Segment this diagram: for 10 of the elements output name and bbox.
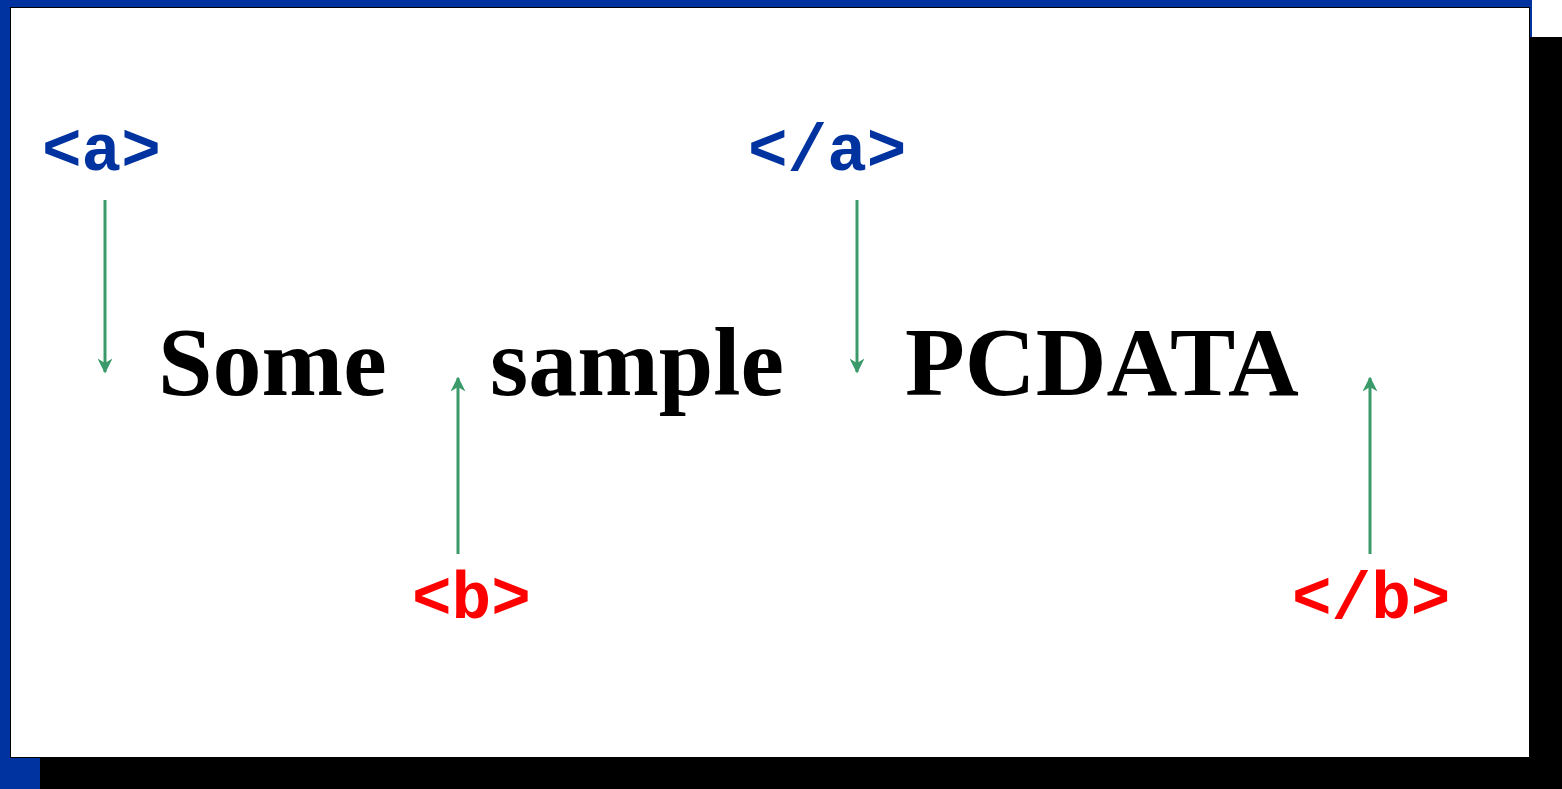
arrow [1362,376,1378,554]
sample-word: PCDATA [905,312,1299,412]
tag-label: </b> [1292,566,1451,636]
sample-word: Some [158,312,387,412]
arrow [450,376,466,554]
arrow [97,200,113,374]
arrow [849,200,865,374]
tag-label: </a> [748,118,907,188]
tag-label: <b> [412,566,531,636]
tag-label: <a> [42,118,161,188]
